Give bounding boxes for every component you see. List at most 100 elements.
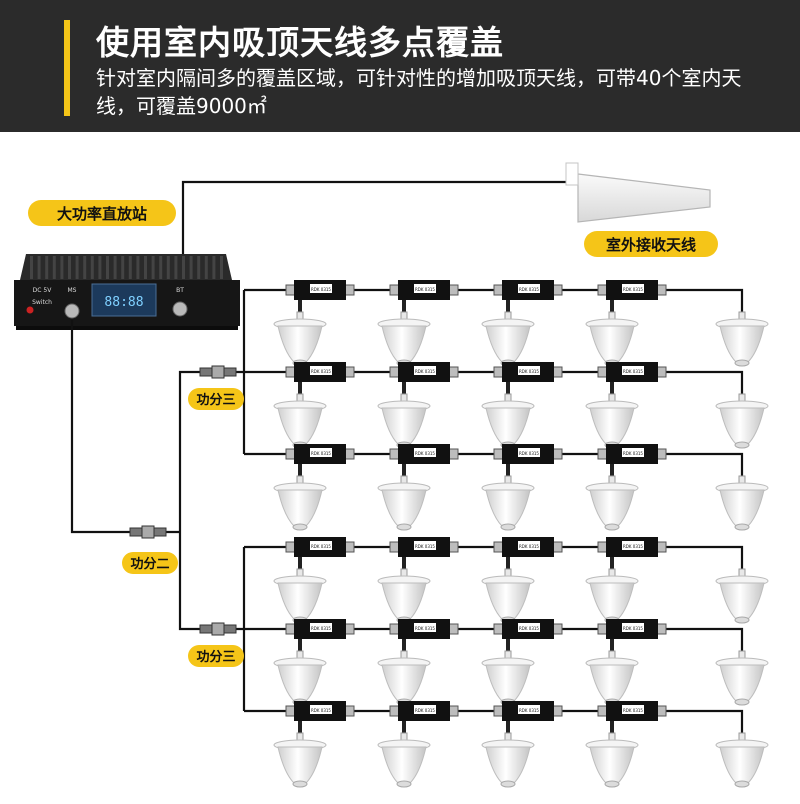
port-bt-connector-icon <box>172 301 188 317</box>
coupler-label: RDK 0315 <box>415 451 435 456</box>
splitter-3way-label-1 <box>188 388 244 410</box>
coupler-label: RDK 0315 <box>415 287 435 292</box>
ceiling-antenna-icon <box>715 732 769 788</box>
heatsink-fin <box>113 256 117 279</box>
coupler-icon: RDK 0315 <box>285 444 355 482</box>
heatsink-fin <box>174 256 178 279</box>
ceiling-antenna-icon <box>481 650 535 706</box>
coupler-icon: RDK 0315 <box>389 362 459 400</box>
coupler-sticker <box>518 448 540 457</box>
feed-cable <box>181 180 578 259</box>
ceiling-antenna-icon <box>715 650 769 706</box>
page-title: 使用室内吸顶天线多点覆盖 <box>96 23 504 62</box>
coupler-label: RDK 0315 <box>519 369 539 374</box>
main-feed-cable <box>70 320 180 534</box>
coupler-label: RDK 0315 <box>415 369 435 374</box>
coupler-sticker <box>414 448 436 457</box>
coupler-label: RDK 0315 <box>311 544 331 549</box>
ceiling-antenna-icon <box>273 393 327 449</box>
coupler-icon: RDK 0315 <box>597 701 667 739</box>
ceiling-antenna-icon <box>273 732 327 788</box>
port-ms-connector-icon <box>64 303 80 319</box>
splitter-3way-label-2-text: 功分三 <box>196 649 235 665</box>
coupler-sticker <box>518 366 540 375</box>
coupler-icon: RDK 0315 <box>493 701 563 739</box>
heatsink-fin <box>189 256 193 279</box>
heatsink-fin <box>30 256 33 279</box>
coupler-icon: RDK 0315 <box>493 444 563 482</box>
coupler-sticker <box>518 705 540 714</box>
ceiling-antenna-icon <box>377 393 431 449</box>
heatsink-fin <box>98 256 102 279</box>
coupler-sticker <box>310 448 332 457</box>
coupler-icon: RDK 0315 <box>597 619 667 657</box>
splitter-3way-label-1-text: 功分三 <box>196 392 235 408</box>
coupler-label: RDK 0315 <box>623 287 643 292</box>
coupler-icon: RDK 0315 <box>389 280 459 318</box>
coupler-label: RDK 0315 <box>311 451 331 456</box>
heatsink-fin <box>220 256 223 279</box>
port-bt-label: BT <box>176 287 184 294</box>
heatsink-fin <box>212 256 216 279</box>
coupler-label: RDK 0315 <box>623 708 643 713</box>
coupler-icon: RDK 0315 <box>285 619 355 657</box>
coupler-sticker <box>622 448 644 457</box>
coupler-sticker <box>518 284 540 293</box>
coupler-sticker <box>622 623 644 632</box>
ceiling-antenna-icon <box>715 568 769 624</box>
outdoor-panel-antenna-icon <box>577 173 711 223</box>
coupler-icon: RDK 0315 <box>493 619 563 657</box>
heatsink-fin <box>52 256 56 279</box>
ceiling-antenna-icon <box>481 732 535 788</box>
heatsink-fin <box>204 256 208 279</box>
ceiling-antenna-icon <box>585 311 639 367</box>
coupler-label: RDK 0315 <box>519 708 539 713</box>
group-feed-cable-2 <box>178 532 244 631</box>
coupler-icon: RDK 0315 <box>285 701 355 739</box>
heatsink-fin <box>83 256 87 279</box>
ceiling-antenna-icon <box>585 650 639 706</box>
network-diagram: 室外接收天线 大功率直放站 88:88 DC 5V Switch MS BT 功… <box>0 132 800 800</box>
ceiling-antenna-icon <box>585 393 639 449</box>
coupler-sticker <box>414 366 436 375</box>
heatsink-fin <box>182 256 185 279</box>
ceiling-antenna-icon <box>273 650 327 706</box>
heatsink-fin <box>197 256 201 279</box>
coupler-icon: RDK 0315 <box>389 537 459 575</box>
splitter-2way-label-text: 功分二 <box>130 556 169 572</box>
coupler-sticker <box>310 623 332 632</box>
coupler-label: RDK 0315 <box>519 544 539 549</box>
coupler-sticker <box>310 541 332 550</box>
header-banner: 使用室内吸顶天线多点覆盖 针对室内隔间多的覆盖区域，可针对性的增加吸顶天线，可带… <box>0 0 800 132</box>
ceiling-antenna-icon <box>481 568 535 624</box>
coupler-label: RDK 0315 <box>415 708 435 713</box>
coupler-label: RDK 0315 <box>519 626 539 631</box>
heatsink-fin <box>37 256 41 279</box>
coupler-icon: RDK 0315 <box>493 362 563 400</box>
heatsink-fin <box>75 256 79 279</box>
outdoor-antenna-label <box>584 231 718 257</box>
ceiling-antenna-icon <box>377 650 431 706</box>
splitter-3way-icon <box>199 622 237 636</box>
coupler-icon: RDK 0315 <box>389 619 459 657</box>
heatsink-fin <box>60 256 64 279</box>
repeater-display: 88:88 <box>104 295 143 310</box>
ceiling-antenna-icon <box>273 568 327 624</box>
ceiling-antenna-icon <box>715 393 769 449</box>
heatsink-fin <box>68 256 71 279</box>
repeater-unit-icon: 88:88 DC 5V Switch MS BT <box>14 254 240 330</box>
coupler-sticker <box>518 623 540 632</box>
coupler-icon: RDK 0315 <box>285 537 355 575</box>
ceiling-antenna-icon <box>585 732 639 788</box>
ceiling-antenna-icon <box>585 475 639 531</box>
page-description: 针对室内隔间多的覆盖区域，可针对性的增加吸顶天线，可带40个室内天线，可覆盖90… <box>96 66 742 118</box>
coupler-label: RDK 0315 <box>623 544 643 549</box>
coupler-icon: RDK 0315 <box>389 444 459 482</box>
antenna-mount-icon <box>565 162 579 186</box>
outdoor-antenna: 室外接收天线 <box>181 162 718 259</box>
antenna-branch: RDK 0315 RDK 0315 RDK 0315 RDK 0315 <box>273 537 769 624</box>
coupler-label: RDK 0315 <box>623 369 643 374</box>
